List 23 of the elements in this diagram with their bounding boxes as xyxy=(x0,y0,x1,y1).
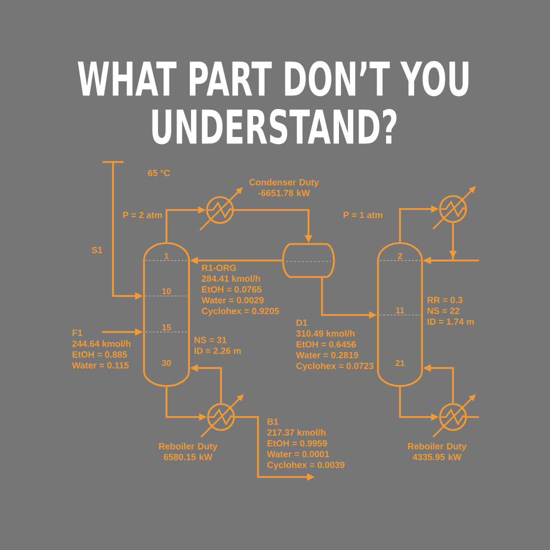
pressure-label: P = 2 atm xyxy=(123,212,162,218)
duty-label: Reboiler Duty 4335.95 kW xyxy=(408,442,466,460)
duty-label: Condenser Duty -6651.78 kW xyxy=(249,178,319,196)
tray-number: 21 xyxy=(396,360,404,366)
tray-number: 2 xyxy=(398,253,402,259)
column-spec-label: NS = 31 ID = 2.26 m xyxy=(194,336,241,354)
stream-label: F1 244.64 kmol/h EtOH = 0.885 Water = 0.115 xyxy=(72,330,130,368)
stream-label: S1 xyxy=(92,246,102,254)
pressure-label: P = 1 atm xyxy=(344,212,382,218)
decanter-drum xyxy=(282,243,335,278)
tray-number: 11 xyxy=(396,307,404,314)
stream-label: R1-ORG 284.41 kmol/h EtOH = 0.0765 Water = 0.0029 Cyclohex = 0.9205 xyxy=(202,264,280,316)
tray-number: 15 xyxy=(162,324,171,330)
tray-number: 30 xyxy=(162,360,171,366)
tray-number: 10 xyxy=(162,288,171,294)
temperature-label: 65 °C xyxy=(148,170,170,176)
tray-number: 1 xyxy=(164,253,169,259)
duty-label: Reboiler Duty 6580.15 kW xyxy=(159,442,218,460)
stream-label: B1 217.37 kmol/h EtOH = 0.9959 Water = 0.0001 Cyclohex = 0.0039 xyxy=(267,418,344,470)
stream-line xyxy=(466,416,479,418)
title: WHAT PART DON’T YOU UNDERSTAND? xyxy=(78,61,468,144)
column-spec-label: RR = 0.3 NS = 22 ID = 1.74 m xyxy=(428,296,474,325)
stream-label: D1 310.49 kmol/h EtOH = 0.6456 Water = 0.2819 Cyclohex = 0.0723 xyxy=(296,320,374,371)
